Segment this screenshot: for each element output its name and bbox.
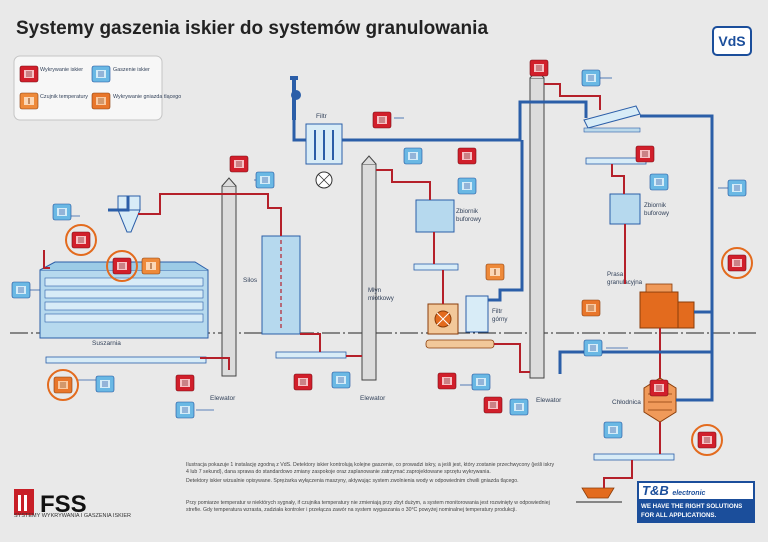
spark-detector-icon [112, 257, 132, 275]
extinguisher-icon [255, 171, 275, 189]
page-title: Systemy gaszenia iskier do systemów gran… [16, 18, 489, 39]
legend-spark-extinguishing: Gaszenie iskier [113, 67, 150, 73]
tb-slogan-2: FOR ALL APPLICATIONS. [641, 512, 717, 519]
tb-electronic-logo: T&B electronic WE HAVE THE RIGHT SOLUTIO… [637, 481, 755, 523]
spark-detector-icon [483, 396, 503, 414]
extinguisher-icon [727, 179, 747, 197]
extinguisher-icon [52, 203, 72, 221]
tb-slogan-1: WE HAVE THE RIGHT SOLUTIONS [641, 503, 743, 510]
screener [583, 105, 641, 133]
spark-detector-icon [727, 254, 747, 272]
vds-badge: VdS [712, 26, 752, 56]
elevator-2: Elewator [360, 155, 386, 402]
extinguisher-legend-icon [91, 65, 111, 83]
dryer-conveyor [45, 356, 207, 364]
label-elevator-1: Elewator [210, 395, 236, 402]
extinguisher-icon [95, 375, 115, 393]
output-conveyor [593, 453, 675, 461]
spark-detector-icon [437, 372, 457, 390]
ember-detector-legend-icon [91, 92, 111, 110]
silo-conveyor [275, 351, 347, 359]
spark-detector-icon [649, 379, 669, 397]
ember-detector-icon [53, 376, 73, 394]
legend-ember-detection: Wykrywanie gniazda tlącego [113, 94, 181, 100]
extinguisher-icon [583, 339, 603, 357]
temperature-sensor-legend-icon [19, 92, 39, 110]
legend-box: Wykrywanie iskier Gaszenie iskier Czujni… [13, 55, 181, 121]
label-elevator-3: Elewator [536, 397, 562, 404]
material-ducts [43, 83, 661, 488]
label-elevator-2: Elewator [360, 395, 386, 402]
exhaust-fan [290, 76, 301, 120]
highlight-rings [47, 224, 753, 456]
ember-detector-icon [581, 299, 601, 317]
footer-paragraph-3: Przy pomiarze temperatur w niektórych sy… [186, 500, 550, 513]
fss-logo: FSS [14, 489, 87, 518]
mill-base [425, 339, 495, 349]
extinguisher-icon [649, 173, 669, 191]
footer-paragraph-2: Detektory iskier wizualnie opisywane. Sp… [186, 478, 519, 484]
extinguisher-icon [331, 371, 351, 389]
temperature-sensor-icon [141, 257, 161, 275]
spark-detector-icon [529, 59, 549, 77]
spark-detector-icon [175, 374, 195, 392]
tb-brand: T&B electronic [639, 483, 753, 499]
elevator-1: Elewator [210, 177, 237, 402]
footer-paragraph-1: Ilustracja pokazuje 1 instalację zgodną … [186, 462, 555, 475]
spark-detector-icon [635, 145, 655, 163]
legend-spark-detection: Wykrywanie iskier [40, 67, 83, 73]
label-filter: Filtr [316, 113, 328, 120]
label-silos: Silos [243, 277, 258, 284]
spark-detector-icon [457, 147, 477, 165]
extinguisher-icon [175, 401, 195, 419]
filter: Filtr [305, 113, 343, 189]
spark-detector-icon [697, 431, 717, 449]
extinguisher-icon [603, 421, 623, 439]
elevator-3: Elewator [529, 69, 562, 404]
extinguisher-icon [11, 281, 31, 299]
extinguisher-icon [457, 177, 477, 195]
extinguisher-icon [581, 69, 601, 87]
legend-temperature-sensor: Czujnik temperatury [40, 94, 88, 100]
mill-feed-conveyor [413, 263, 459, 271]
spark-detector-icon [372, 111, 392, 129]
temperature-sensor-icon [485, 263, 505, 281]
spark-detector-icon [71, 231, 91, 249]
extinguisher-icon [471, 373, 491, 391]
extinguisher-icon [403, 147, 423, 165]
spark-detector-icon [293, 373, 313, 391]
fss-subtitle: SYSTEMY WYKRYWANIA I GASZENIA ISKIER [14, 513, 131, 519]
fss-logo-text: FSS [40, 491, 87, 518]
air-ducts [108, 100, 714, 402]
silo: Silos [243, 235, 301, 335]
label-cooler: Chłodnica [612, 399, 641, 406]
dryer: Suszarnia [39, 261, 209, 347]
extinguisher-icon [509, 398, 529, 416]
truck [576, 487, 622, 503]
label-dryer: Suszarnia [92, 340, 121, 347]
spark-detector-legend-icon [19, 65, 39, 83]
spark-detector-icon [229, 155, 249, 173]
